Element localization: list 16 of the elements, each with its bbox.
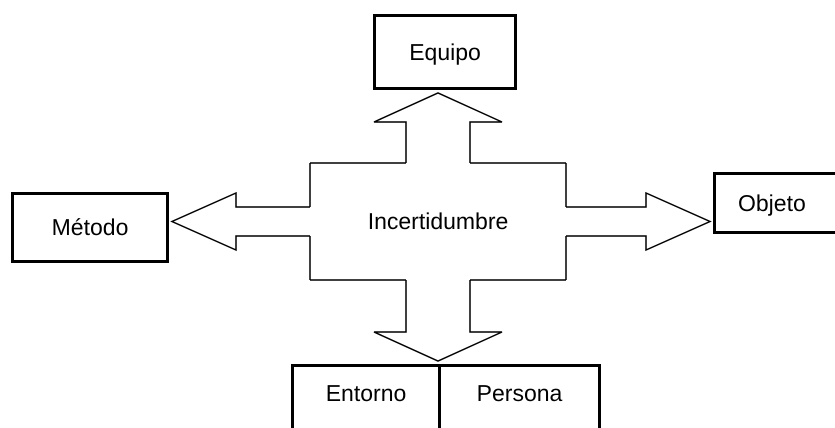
text-box	[11, 192, 169, 263]
text-box	[291, 364, 441, 428]
node-label: Incertidumbre	[368, 208, 508, 235]
node-label: Entorno	[326, 380, 406, 407]
text-box	[713, 172, 835, 234]
cross-block	[310, 163, 566, 280]
block-arrow	[373, 92, 503, 164]
block-arrow	[373, 279, 503, 362]
block-arrow	[170, 192, 311, 252]
text-box	[441, 364, 601, 428]
node-label: Equipo	[409, 38, 481, 66]
node-label: Persona	[476, 380, 562, 407]
node-label: Objeto	[738, 190, 806, 216]
node-label: Método	[52, 214, 128, 241]
text-box	[373, 14, 517, 90]
block-arrow	[565, 192, 712, 252]
